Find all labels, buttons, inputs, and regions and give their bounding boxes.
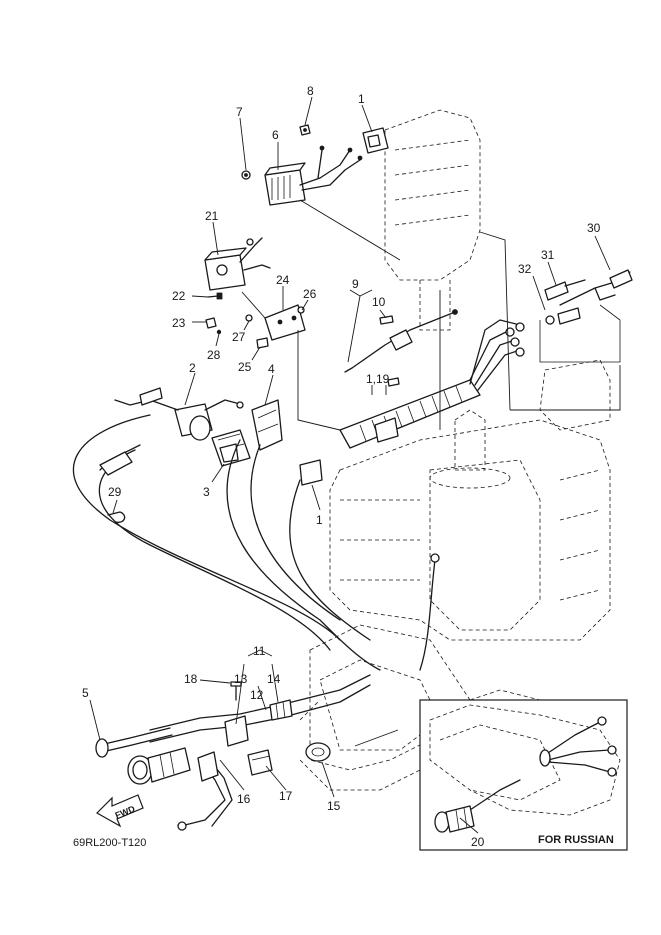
callout-9: 9: [352, 277, 359, 291]
part-32-bracket-line: [539, 304, 621, 363]
bracket-24: [264, 304, 306, 341]
callout-27: 27: [232, 330, 246, 344]
grommet-15: [305, 742, 331, 762]
ignition-coil-part: [204, 237, 271, 291]
battery-cable-16: [177, 751, 233, 831]
engine-block-outline: [299, 109, 611, 791]
part-30-lead: [559, 269, 633, 306]
callout-21: 21: [205, 209, 219, 223]
callout-16: 16: [237, 792, 251, 806]
callout-1-19: 1,19: [366, 372, 390, 386]
bolt-25: [256, 337, 269, 349]
callout-18: 18: [184, 672, 198, 686]
callout-24: 24: [276, 273, 290, 287]
washer-28: [216, 329, 222, 335]
callout-7: 7: [236, 105, 243, 119]
leader-lines: [89, 96, 621, 798]
callout-3: 3: [203, 485, 210, 499]
screw-22: [207, 292, 223, 300]
callout-22: 22: [172, 289, 186, 303]
callout-32: 32: [518, 262, 532, 276]
callout-6: 6: [272, 128, 279, 142]
callout-11: 11: [253, 644, 266, 658]
callout-20: 20: [471, 835, 485, 849]
battery-lead-5: [95, 727, 173, 758]
callout-1-top: 1: [358, 92, 365, 106]
starter-relay-part: [114, 387, 244, 441]
main-wiring-loom: [299, 319, 525, 486]
callout-29: 29: [108, 485, 122, 499]
clamp-17: [247, 749, 273, 776]
callout-23: 23: [172, 316, 186, 330]
callout-17: 17: [279, 789, 293, 803]
callout-8: 8: [307, 84, 314, 98]
bolt-8: [299, 124, 311, 136]
diagram-code: 69RL200-T120: [73, 837, 146, 849]
bracket-4: [251, 399, 283, 451]
terminal-pin-10: [379, 315, 400, 387]
bolt-7: [241, 170, 251, 180]
callout-4: 4: [268, 362, 275, 376]
rectifier-regulator-part: [264, 145, 363, 206]
part-31: [544, 279, 586, 301]
wire-harness-9: [344, 309, 458, 373]
callout-31: 31: [541, 248, 555, 262]
callout-numbers: 7 8 1 6 21 30 31 32 24 9 22 26 10 23 27 …: [82, 84, 601, 849]
callout-1-mid: 1: [316, 513, 323, 527]
lower-harness: [149, 674, 371, 747]
callout-5: 5: [82, 686, 89, 700]
callout-13: 13: [234, 672, 248, 686]
callout-14: 14: [267, 672, 281, 686]
callout-30: 30: [587, 221, 601, 235]
callout-26: 26: [303, 287, 317, 301]
callout-12: 12: [250, 688, 264, 702]
clip-29: [107, 511, 126, 523]
inset-for-russian: FOR RUSSIAN: [419, 699, 628, 851]
callout-28: 28: [207, 348, 221, 362]
rubber-cover-3: [211, 429, 251, 467]
main-switch-connector: [127, 747, 191, 785]
battery-cables: [73, 414, 440, 671]
callout-25: 25: [238, 360, 252, 374]
cap-1-top: [362, 127, 389, 154]
bolt-27: [245, 314, 253, 322]
part-32: [545, 307, 581, 325]
callout-2: 2: [189, 361, 196, 375]
callout-10: 10: [372, 295, 386, 309]
fwd-arrow-icon: FWD: [96, 794, 144, 828]
callout-15: 15: [327, 799, 341, 813]
screw-23: [205, 317, 217, 329]
inset-label: FOR RUSSIAN: [538, 834, 614, 846]
